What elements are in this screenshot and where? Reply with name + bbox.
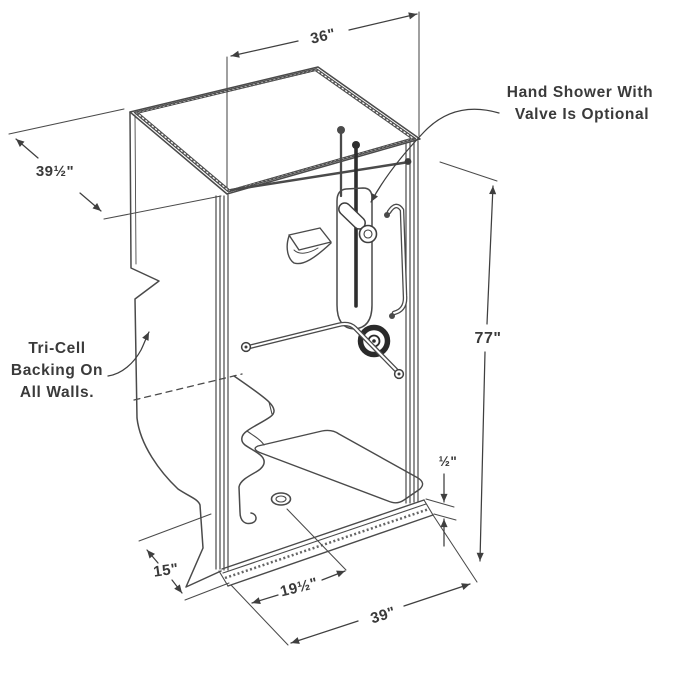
soap-dish [286,227,332,265]
dimension-label-77: 77" [475,330,502,347]
left-wall [129,111,243,588]
threshold [218,499,434,587]
front-right-pilaster [405,140,419,504]
dimension-threshold-height: ½" [425,454,458,547]
curtain-rod [229,158,412,192]
tri-cell-callout: Tri-Cell Backing On All Walls. [11,331,150,401]
floor-pan [254,429,424,504]
dimension-label-15: 15" [152,560,179,580]
dimension-label-36: 36" [309,25,337,47]
hand-shower-head [358,224,378,244]
dimension-drain-offset: 19½" [251,508,347,605]
top-flange [129,66,421,195]
hand-shower-slide-bar [336,141,378,330]
drain [270,492,292,506]
tri-cell-callout-line2: Backing On [11,362,103,379]
hand-shower-callout-line2: Valve Is Optional [515,106,649,123]
l-shaped-grab-bar [240,321,405,380]
shower-unit-outline [129,66,434,588]
shower-supply-pipe [337,126,345,198]
dimension-label-half: ½" [439,454,458,469]
vertical-grab-bar [384,203,408,319]
dimension-label-39: 39" [369,604,398,628]
tri-cell-callout-line1: Tri-Cell [28,340,85,357]
dimension-label-39-half: 39½" [36,163,74,180]
dimension-back-width: 36" [226,11,420,189]
dimension-seat-section: 15" [138,513,230,601]
dimension-side-depth: 39½" [8,108,222,220]
dimension-height: 77" [432,161,502,583]
hand-shower-callout: Hand Shower With Valve Is Optional [370,84,653,203]
dimension-label-19-half: 19½" [278,575,319,601]
dimension-front-width: 39" [230,583,471,646]
front-left-pilaster [215,194,229,571]
hidden-line [133,373,243,401]
tri-cell-callout-line3: All Walls. [20,384,94,401]
fold-up-seat [233,375,275,525]
hand-shower-callout-line1: Hand Shower With [507,84,653,101]
